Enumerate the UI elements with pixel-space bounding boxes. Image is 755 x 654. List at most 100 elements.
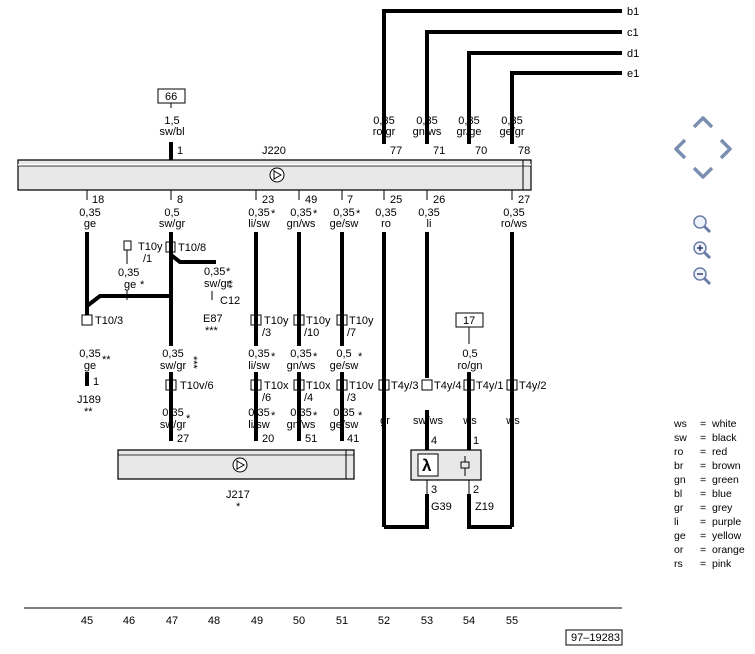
legend-code: br bbox=[674, 460, 684, 472]
wire-color: ge/gr bbox=[499, 126, 524, 138]
wire-color: ws bbox=[462, 415, 477, 427]
connector-label: T4y/3 bbox=[391, 380, 419, 392]
wire-size: 0,35 bbox=[458, 115, 479, 127]
legend-eq: = bbox=[700, 460, 707, 472]
pin-number: 27 bbox=[518, 194, 530, 206]
connector-label: T10y bbox=[138, 241, 163, 253]
pin-number: 2 bbox=[473, 484, 479, 496]
connector-label: /4 bbox=[304, 392, 313, 404]
component-c12: C12 bbox=[220, 295, 240, 307]
star-note: * bbox=[313, 410, 318, 422]
low-wire-labels: 0,35 ge 0,35 sw/gr 0,35 li/sw 0,35 gn/ws… bbox=[79, 348, 482, 372]
low-stars: ** *** * * * bbox=[102, 351, 363, 370]
j217-label: J217 bbox=[226, 489, 250, 501]
connector-label: T4y/4 bbox=[434, 380, 462, 392]
wire-size: 0,35 bbox=[501, 115, 522, 127]
legend-code: rs bbox=[674, 558, 683, 570]
pin-number: 1 bbox=[177, 145, 183, 157]
pin-number: 41 bbox=[347, 433, 359, 445]
track-number: 46 bbox=[123, 615, 135, 627]
wire-color: li/sw bbox=[248, 360, 269, 372]
output-label-d1: d1 bbox=[627, 48, 639, 60]
connector-t10y7 bbox=[336, 314, 348, 326]
legend-row: ro=red bbox=[674, 445, 754, 459]
track-number: 53 bbox=[421, 615, 433, 627]
heater-icon bbox=[460, 456, 470, 476]
reference-box bbox=[565, 629, 623, 646]
legend-color: blue bbox=[712, 488, 732, 500]
output-wires: b1 c1 d1 e1 bbox=[382, 6, 639, 144]
zoom-in-icon[interactable] bbox=[693, 241, 712, 260]
connector-label: /1 bbox=[143, 253, 152, 265]
wire-box-17-label: 17 bbox=[463, 315, 475, 327]
wire-size: 0,35 bbox=[290, 207, 311, 219]
star-note: *** bbox=[187, 356, 199, 370]
legend-eq: = bbox=[700, 432, 707, 444]
wire-color: gr/ge bbox=[456, 126, 481, 138]
connector-t10x6 bbox=[250, 379, 262, 391]
wire-color: gn/ws bbox=[287, 419, 316, 431]
wire-color: li/sw bbox=[248, 218, 269, 230]
component-e87: E87 bbox=[203, 313, 223, 325]
connector-label: /3 bbox=[262, 327, 271, 339]
track-number: 48 bbox=[208, 615, 220, 627]
nav-right-icon[interactable] bbox=[718, 136, 738, 162]
output-label-c1: c1 bbox=[627, 27, 639, 39]
color-legend: ws=white sw=black ro=red br=brown gn=gre… bbox=[674, 417, 754, 571]
track-numbers: 45 46 47 48 49 50 51 52 53 54 55 bbox=[81, 615, 518, 627]
wire-color: ge bbox=[124, 279, 136, 291]
pin-number: 26 bbox=[433, 194, 445, 206]
legend-code: bl bbox=[674, 488, 683, 500]
wire-color: ge/sw bbox=[330, 360, 359, 372]
legend-color: yellow bbox=[712, 530, 742, 542]
legend-eq: = bbox=[700, 502, 707, 514]
connector-label: /10 bbox=[304, 327, 319, 339]
wire-size: 0,35 bbox=[79, 348, 100, 360]
connector-t4y3 bbox=[378, 379, 390, 391]
legend-eq: = bbox=[700, 418, 707, 430]
output-label-b1: b1 bbox=[627, 6, 639, 18]
wire-color: gn/ws bbox=[287, 218, 316, 230]
legend-color: grey bbox=[712, 502, 733, 514]
star-note: * bbox=[236, 501, 241, 513]
wire-size: 0,35 bbox=[418, 207, 439, 219]
legend-eq: = bbox=[700, 516, 707, 528]
track-number: 54 bbox=[463, 615, 475, 627]
star-note: * bbox=[358, 351, 363, 363]
wire-size: 0,5 bbox=[462, 348, 477, 360]
connector-label: T10v bbox=[349, 380, 374, 392]
wire-size: 0,35 bbox=[503, 207, 524, 219]
connector-t4y2 bbox=[506, 379, 518, 391]
connector-label: T10y bbox=[306, 315, 331, 327]
star-note: * bbox=[358, 410, 363, 422]
j220-label: J220 bbox=[262, 145, 286, 157]
nav-up-icon[interactable] bbox=[690, 112, 716, 130]
connector-label: T10/8 bbox=[178, 242, 206, 254]
magnifier-icon[interactable] bbox=[693, 215, 712, 234]
connector-label: T10v/6 bbox=[180, 380, 214, 392]
pin-number: 20 bbox=[262, 433, 274, 445]
wire-color: ge bbox=[84, 218, 96, 230]
output-label-e1: e1 bbox=[627, 68, 639, 80]
component-z19: Z19 bbox=[475, 501, 494, 513]
pin-number: 49 bbox=[305, 194, 317, 206]
connector-t10v6 bbox=[165, 379, 177, 391]
wire-color: ge/sw bbox=[330, 218, 359, 230]
pin-number: 78 bbox=[518, 145, 530, 157]
legend-color: white bbox=[712, 418, 737, 430]
nav-down-icon[interactable] bbox=[690, 164, 716, 182]
legend-color: purple bbox=[712, 516, 742, 528]
nav-left-icon[interactable] bbox=[668, 136, 688, 162]
star-note: ** bbox=[102, 354, 111, 366]
zoom-out-icon[interactable] bbox=[693, 267, 712, 286]
legend-code: gr bbox=[674, 502, 684, 514]
wire-size: 0,35 bbox=[248, 407, 269, 419]
wire-color: gn/ws bbox=[413, 126, 442, 138]
legend-color: pink bbox=[712, 558, 732, 570]
star-note: * bbox=[356, 208, 361, 220]
connector-label: /7 bbox=[347, 327, 356, 339]
component-g39: G39 bbox=[431, 501, 452, 513]
connector-label: T4y/1 bbox=[476, 380, 504, 392]
j220-bottom-pins: 18 8 23 49 7 25 26 27 bbox=[92, 194, 530, 206]
